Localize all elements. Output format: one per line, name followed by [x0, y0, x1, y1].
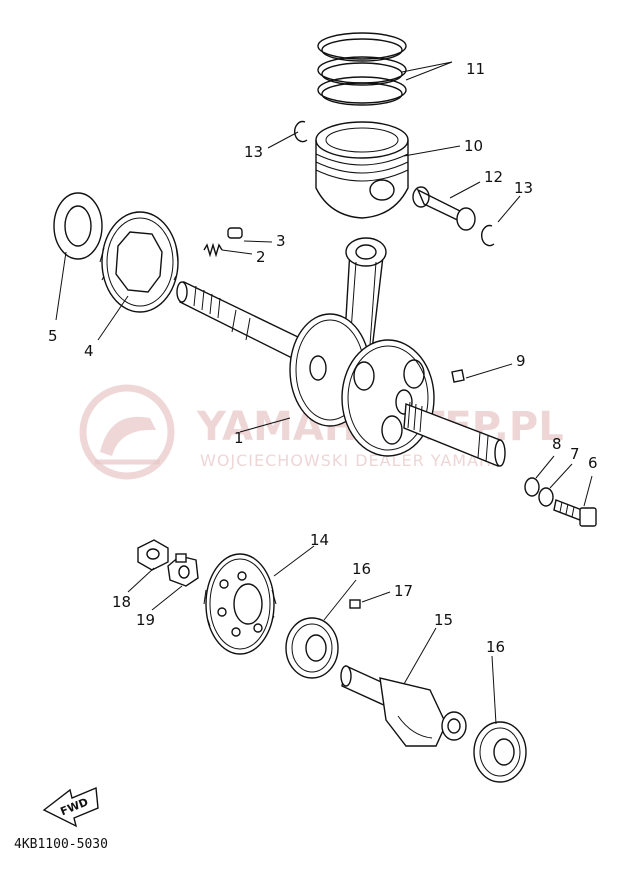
callouts: 1 2 3 4 5 6 7 8 9 10 11 12 13 13 14 15 1… — [48, 60, 598, 656]
small-washer — [524, 477, 540, 497]
bolt — [553, 499, 597, 527]
circlip-left — [294, 120, 308, 143]
callout-13-right: 13 — [514, 179, 533, 197]
nut — [137, 539, 169, 571]
callout-18: 18 — [112, 593, 131, 611]
callout-11: 11 — [466, 60, 485, 78]
lock-washer — [538, 487, 554, 507]
piston-rings — [317, 32, 407, 106]
spring — [203, 242, 223, 258]
callout-9: 9 — [516, 352, 526, 370]
pin — [227, 227, 243, 239]
callout-8: 8 — [552, 435, 562, 453]
callout-16-right: 16 — [486, 638, 505, 656]
bearing-left — [285, 617, 339, 679]
callout-10: 10 — [464, 137, 483, 155]
callout-17: 17 — [394, 582, 413, 600]
callout-14: 14 — [310, 531, 329, 549]
callout-19: 19 — [136, 611, 155, 629]
bearing-right — [473, 721, 527, 783]
piston — [315, 121, 409, 219]
timing-gear — [99, 211, 179, 313]
callout-16-left: 16 — [352, 560, 371, 578]
crankshaft — [176, 237, 506, 468]
watermark-subtext: WOJCIECHOWSKI DEALER YAMAHA — [200, 451, 504, 470]
leader-lines — [55, 61, 593, 725]
key — [349, 599, 361, 609]
callout-3: 3 — [276, 232, 286, 250]
callout-7: 7 — [570, 445, 580, 463]
callout-5: 5 — [48, 327, 58, 345]
circlip-right — [481, 224, 495, 247]
callout-4: 4 — [84, 342, 94, 360]
primary-gear — [203, 553, 277, 655]
callout-1: 1 — [234, 429, 244, 447]
woodruff-key — [451, 369, 465, 383]
callout-13-left: 13 — [244, 143, 263, 161]
balancer-shaft — [340, 664, 467, 747]
callout-2: 2 — [256, 248, 266, 266]
callout-12: 12 — [484, 168, 503, 186]
washer — [53, 192, 103, 260]
piston-pin — [412, 186, 476, 231]
callout-15: 15 — [434, 611, 453, 629]
tab-washer — [167, 553, 199, 587]
diagram-code: 4KB1100-5030 — [14, 837, 108, 852]
fwd-arrow-icon: FWD — [42, 786, 99, 828]
callout-6: 6 — [588, 454, 598, 472]
